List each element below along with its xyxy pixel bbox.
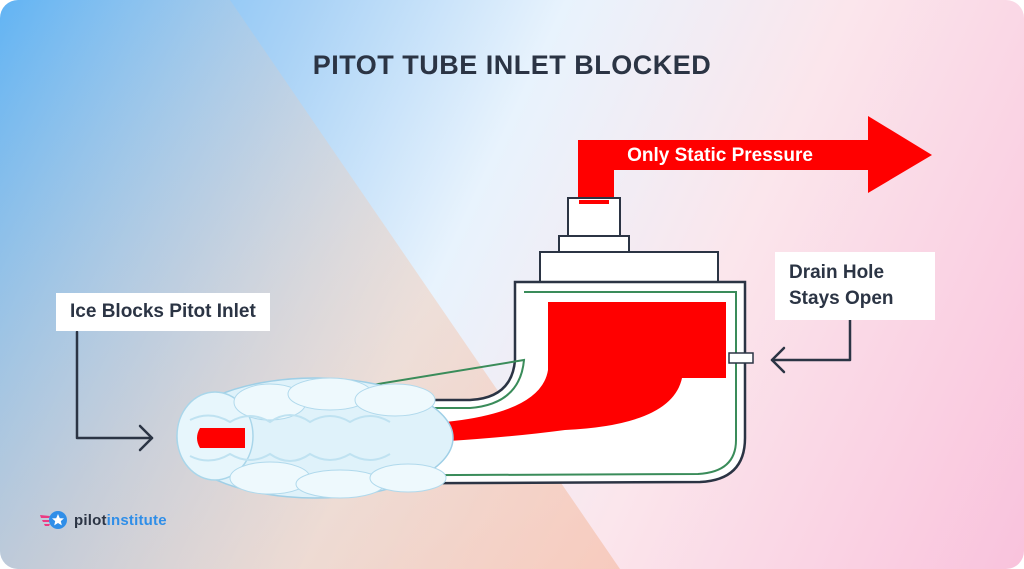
ice-leader-arrow [75,330,154,452]
ice-blockage [176,377,454,499]
inlet-tip [197,428,245,448]
brand-wordmark: pilotinstitute [74,512,167,529]
inner-liner [231,291,737,477]
drain-leader-arrow [770,318,852,374]
drain-label: Drain Hole Stays Open [775,252,935,320]
static-pressure-arrow [578,116,932,204]
pressure-region [196,302,726,448]
brand-part1: pilot [74,511,107,529]
winged-star-icon [40,511,67,529]
fitting-pressure-line [579,200,609,204]
brand-part2: institute [106,511,167,529]
tube-fitting [539,197,719,283]
page-title: PITOT TUBE INLET BLOCKED [312,50,712,80]
drain-label-line2: Stays Open [789,288,894,309]
static-pressure-label: Only Static Pressure [627,145,813,166]
drain-hole [728,352,754,364]
brand-logo: pilotinstitute [40,509,167,531]
ice-label: Ice Blocks Pitot Inlet [56,293,270,331]
drain-label-line1: Drain Hole [789,262,885,283]
